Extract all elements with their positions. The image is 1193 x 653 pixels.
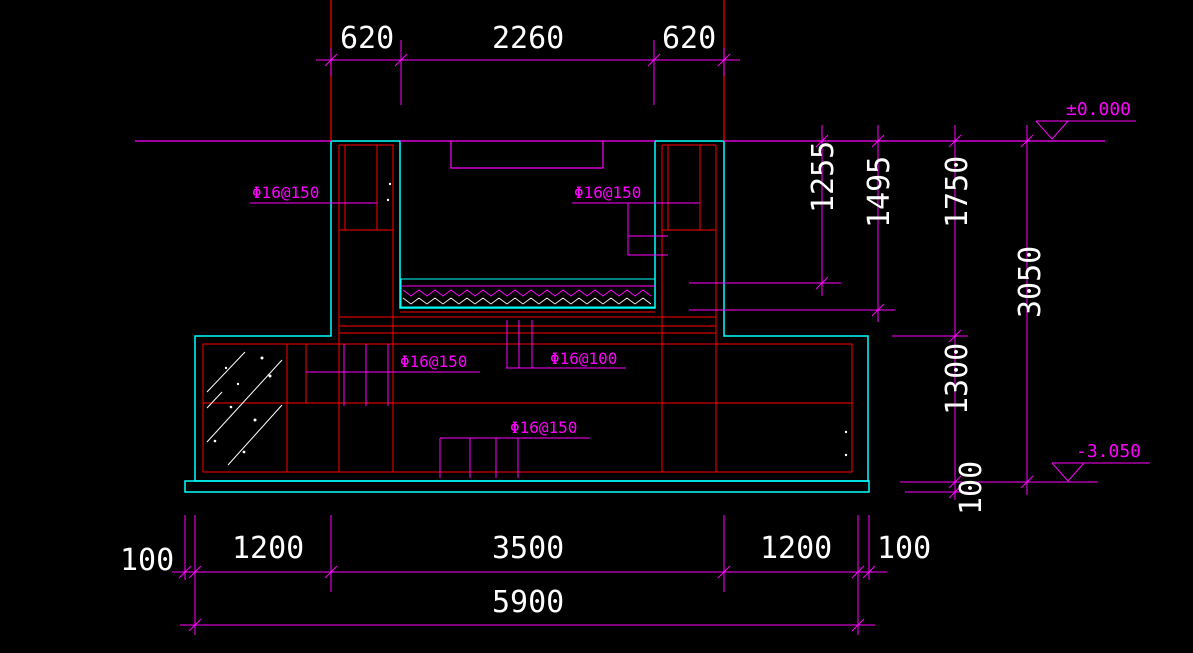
elevation-triangle-icon	[1035, 120, 1069, 140]
dim-bottom-1200-left: 1200	[232, 531, 304, 566]
rebar	[202, 144, 853, 473]
label-slab-bottom-rebar: Φ16@150	[510, 418, 577, 437]
dim-top-620-right: 620	[662, 21, 716, 56]
ground-lines	[135, 140, 1105, 169]
foundation-outline	[184, 140, 870, 493]
top-dimension-lines	[316, 40, 740, 105]
dim-top-2260: 2260	[492, 21, 564, 56]
elevation-top-label: ±0.000	[1066, 99, 1131, 120]
elevation-marker-bottom: -3.050	[1051, 441, 1150, 482]
elevation-bottom-label: -3.050	[1076, 441, 1141, 462]
dim-right-3050: 3050	[1013, 246, 1048, 318]
label-right-wall-rebar: Φ16@150	[574, 183, 641, 202]
dim-bottom-100-right: 100	[877, 531, 931, 566]
rebar-leaders	[250, 202, 895, 478]
cushion-layer	[184, 480, 870, 493]
dim-right-100: 100	[954, 461, 989, 515]
elevation-marker-top: ±0.000	[1035, 99, 1136, 140]
bottom-dimension-lines	[172, 515, 887, 635]
dim-bottom-100-left: 100	[120, 543, 174, 578]
label-slab-mid-right-rebar: Φ16@100	[550, 349, 617, 368]
dim-bottom-1200-right: 1200	[760, 531, 832, 566]
dim-right-1750: 1750	[940, 156, 975, 228]
label-slab-mid-left-rebar: Φ16@150	[400, 352, 467, 371]
dim-bottom-3500: 3500	[492, 531, 564, 566]
dim-right-1255: 1255	[806, 141, 841, 213]
rebar-labels: Φ16@150 Φ16@150 Φ16@150 Φ16@100 Φ16@150	[252, 183, 641, 437]
slab-membrane	[400, 278, 656, 308]
elevation-triangle-icon	[1051, 462, 1085, 482]
label-left-wall-rebar: Φ16@150	[252, 183, 319, 202]
dim-right-1495: 1495	[862, 156, 897, 228]
dim-top-620-left: 620	[340, 21, 394, 56]
concrete-hatch	[206, 351, 283, 466]
hatch-dots	[213, 182, 848, 457]
right-dimension-lines	[815, 125, 1098, 500]
dim-right-1300: 1300	[940, 343, 975, 415]
dim-bottom-total-5900: 5900	[492, 585, 564, 620]
